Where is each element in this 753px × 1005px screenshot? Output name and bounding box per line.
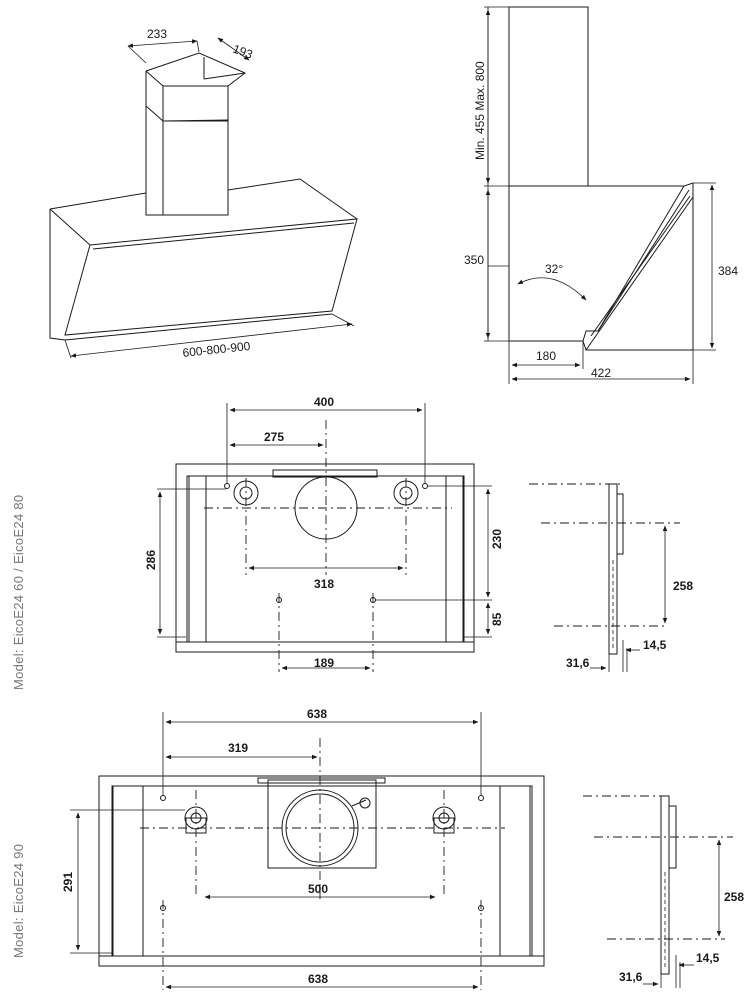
plan-large-291: 291 (61, 872, 75, 892)
side-height-label: 350 (464, 253, 484, 267)
plan-small-318: 318 (314, 577, 334, 591)
side-large-31-6: 31,6 (619, 970, 643, 984)
plan-small-400: 400 (314, 395, 334, 409)
side-total-depth-label: 422 (591, 366, 611, 380)
side-angle-label: 32° (545, 262, 563, 276)
side-small-31-6: 31,6 (566, 656, 590, 670)
plan-small-230: 230 (490, 529, 504, 549)
iso-width-label: 233 (147, 27, 167, 41)
plan-view-large: 638 319 291 500 638 (61, 707, 545, 990)
side-view: Min. 455 Max. 800 350 32° 384 180 422 (464, 6, 738, 384)
plan-view-small: 400 275 286 318 230 85 189 (144, 395, 504, 672)
model-label-60-80: Model: EicoE24 60 / EicoE24 80 (11, 495, 26, 690)
side-detail-large: 258 14,5 31,6 (583, 795, 744, 988)
plan-large-638-bottom: 638 (308, 972, 328, 986)
plan-small-286: 286 (144, 550, 158, 570)
plan-large-319: 319 (228, 741, 248, 755)
plan-large-638-top: 638 (307, 707, 327, 721)
side-bottom-depth-label: 180 (536, 349, 556, 363)
side-total-height-label: 384 (718, 264, 738, 278)
side-small-14-5: 14,5 (643, 638, 667, 652)
side-chimney-label: Min. 455 Max. 800 (473, 61, 487, 160)
isometric-view: 233 193 600-800-900 (49, 27, 358, 360)
plan-small-85: 85 (490, 612, 504, 626)
side-large-14-5: 14,5 (696, 951, 720, 965)
side-detail-small: 258 14,5 31,6 (529, 483, 693, 672)
iso-depth-label: 193 (231, 42, 255, 62)
side-large-258: 258 (724, 890, 744, 904)
side-small-258: 258 (673, 579, 693, 593)
model-label-90: Model: EicoE24 90 (11, 844, 26, 958)
plan-small-275: 275 (264, 430, 284, 444)
plan-small-189: 189 (314, 656, 334, 670)
plan-large-500: 500 (308, 882, 328, 896)
